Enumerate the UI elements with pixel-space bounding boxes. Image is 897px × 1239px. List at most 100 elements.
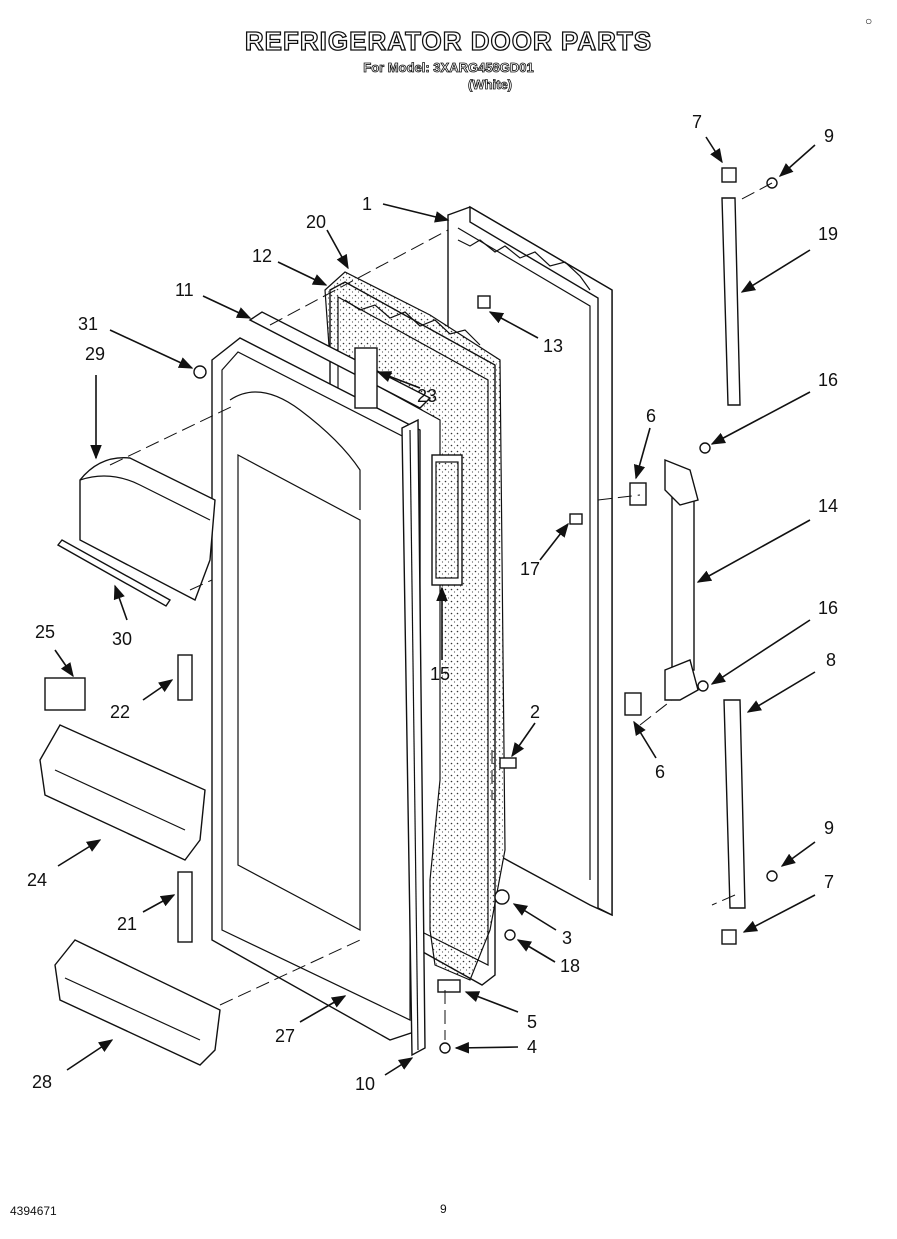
door-bin-24 [39,724,206,861]
leader-7-bottom [742,894,816,933]
cam-3 [494,889,510,905]
leader-1 [382,203,450,223]
trim-19 [721,197,741,406]
screw-9-bottom [766,870,778,882]
leader-12 [277,261,328,286]
callout-16-bottom: 16 [818,598,838,618]
callout-31: 31 [78,314,98,334]
page-number: 9 [440,1202,447,1216]
leader-21 [142,894,176,913]
cap-7-bottom [721,929,737,945]
bracket-5 [437,979,461,993]
corner-mark: ○ [865,14,873,28]
leader-16-bottom [710,619,811,685]
callout-6-top: 6 [646,406,656,426]
callout-15: 15 [430,664,450,684]
callout-4: 4 [527,1037,537,1057]
callout-18: 18 [560,956,580,976]
leader-9-bottom [780,841,816,867]
leader-5 [464,991,519,1013]
leader-10 [384,1057,414,1076]
bracket-2 [499,757,517,769]
callout-1: 1 [362,194,372,214]
door-liner [211,337,421,1041]
leader-6-bottom [633,720,657,759]
callout-2: 2 [530,702,540,722]
leader-14 [696,519,811,583]
assembly-line [739,182,773,201]
callout-14: 14 [818,496,838,516]
callout-11: 11 [175,280,194,300]
leader-6-top [633,427,651,480]
callout-19: 19 [818,224,838,244]
callout-8: 8 [826,650,836,670]
leader-20 [326,229,349,270]
assembly-line [189,579,213,591]
leader-11 [202,295,252,319]
document-number: 4394671 [10,1204,57,1218]
screw-16-top [699,442,711,454]
callout-9-bottom: 9 [824,818,834,838]
assembly-line [269,229,449,326]
callout-3: 3 [562,928,572,948]
callout-29: 29 [85,344,105,364]
callout-16-top: 16 [818,370,838,390]
callout-22: 22 [110,702,130,722]
callout-24: 24 [27,870,47,890]
leader-31 [109,329,194,369]
leader-7-top [705,136,723,164]
callout-28: 28 [32,1072,52,1092]
leader-17 [539,522,569,561]
callout-6-bottom: 6 [655,762,665,782]
leader-27 [299,995,347,1023]
leader-3 [512,903,557,931]
leader-9-top [778,144,816,177]
callout-20: 20 [306,212,326,232]
leader-19 [740,249,811,293]
assembly-line [597,494,641,501]
callout-9-top: 9 [824,126,834,146]
callout-17: 17 [520,559,540,579]
leader-28 [66,1039,114,1071]
leader-25 [54,649,74,678]
color-line: (White) [467,77,513,93]
clip-17 [569,513,583,525]
callout-5: 5 [527,1012,537,1032]
trim-8 [723,699,746,909]
leader-30 [113,584,128,621]
assembly-line [109,404,236,466]
leader-24 [57,839,102,867]
handle-14 [664,458,699,701]
bracket-21 [177,871,193,943]
screw-18 [504,929,516,941]
leader-22 [142,679,174,701]
callout-21: 21 [117,914,137,934]
trim-strip [401,418,426,1057]
screw-31 [193,365,207,379]
plug-13 [477,295,491,309]
assembly-line [711,894,736,906]
leader-16-top [710,391,811,445]
screw-4 [439,1042,451,1054]
door-bin-28 [54,939,221,1066]
callout-7-top: 7 [692,112,702,132]
callout-7-bottom: 7 [824,872,834,892]
callout-25: 25 [35,622,55,642]
cap-7-top [721,167,737,183]
callout-10: 10 [355,1074,375,1094]
callout-23: 23 [417,386,437,406]
shim-6-top [629,482,647,506]
label-25 [44,677,86,711]
screw-16-bottom [697,680,709,692]
assembly-line [639,699,673,726]
assembly-line [219,939,361,1006]
callout-27: 27 [275,1026,295,1046]
door-shelf-29 [56,456,216,607]
callout-12: 12 [252,246,272,266]
page-title: REFRIGERATOR DOOR PARTS [244,25,653,56]
callout-30: 30 [112,629,132,649]
leader-8 [746,671,816,713]
callout-13: 13 [543,336,563,356]
top-trim [248,311,432,409]
